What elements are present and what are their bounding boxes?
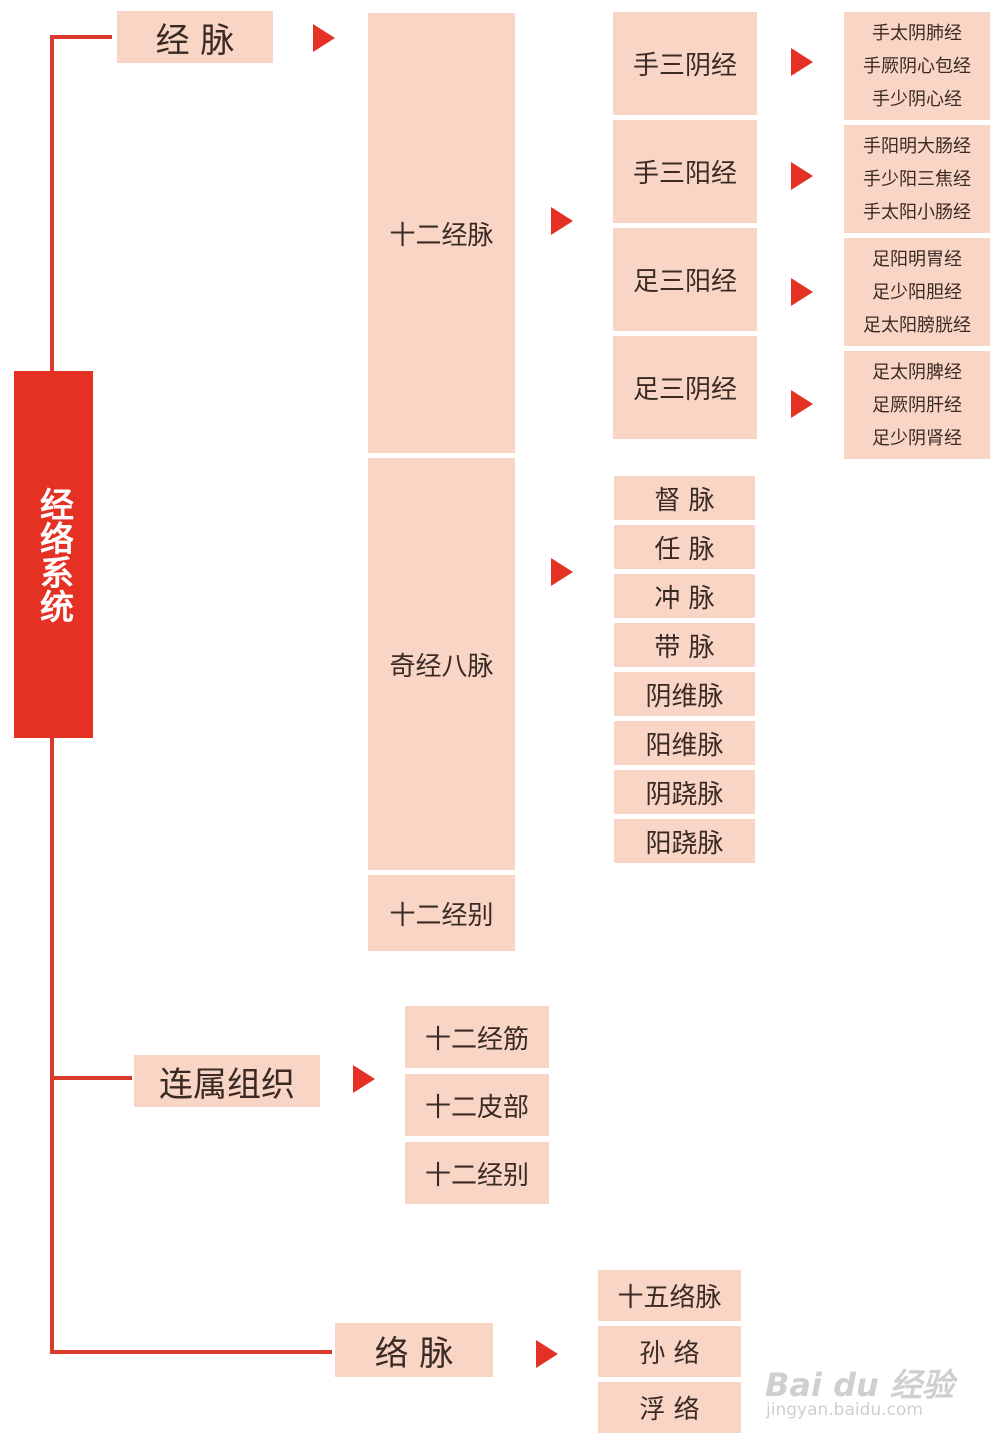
- vessel-label: 带 脉: [654, 632, 715, 663]
- lianshu-item-box: 十二经筋: [405, 1006, 549, 1068]
- luomai-item-label: 浮 络: [639, 1395, 700, 1425]
- watermark-logo: Bai du 经验: [765, 1366, 954, 1404]
- vessel-box: 带 脉: [614, 623, 755, 667]
- root-label: 经络系统: [33, 486, 74, 623]
- branch-line-lianshu: [50, 1076, 132, 1080]
- lianshu-item-label: 十二皮部: [424, 1092, 529, 1123]
- meridian-item: 手太阴肺经: [872, 22, 962, 44]
- meridian-item: 足阳明胃经: [872, 248, 962, 270]
- meridian-box: 手阳明大肠经 手少阳三焦经 手太阳小肠经: [844, 125, 990, 233]
- node-twelve-divergent: 十二经别: [368, 875, 515, 951]
- meridian-item: 足太阴脾经: [872, 361, 962, 383]
- meridian-box: 足太阴脾经 足厥阴肝经 足少阴肾经: [844, 351, 990, 459]
- meridian-box: 足阳明胃经 足少阳胆经 足太阳膀胱经: [844, 238, 990, 346]
- vessel-box: 阳维脉: [614, 721, 755, 765]
- vessel-box: 冲 脉: [614, 574, 755, 618]
- group-box: 足三阳经: [613, 228, 757, 331]
- meridian-item: 足太阳膀胱经: [863, 314, 971, 336]
- vessel-label: 阴维脉: [645, 681, 724, 712]
- root-node: 经络系统: [14, 371, 93, 738]
- watermark-url: jingyan.baidu.com: [766, 1400, 923, 1420]
- node-lianshu-label: 连属组织: [159, 1064, 295, 1105]
- vessel-box: 阴维脉: [614, 672, 755, 716]
- lianshu-item-box: 十二皮部: [405, 1074, 549, 1136]
- vessel-label: 任 脉: [654, 534, 715, 565]
- meridian-item: 手少阴心经: [872, 88, 962, 110]
- lianshu-item-label: 十二经筋: [424, 1024, 529, 1055]
- vessel-label: 冲 脉: [654, 583, 715, 614]
- arrow-icon: [791, 162, 813, 190]
- vessel-box: 阴跷脉: [614, 770, 755, 814]
- node-jingmai: 经 脉: [117, 11, 273, 63]
- meridian-box: 手太阴肺经 手厥阴心包经 手少阴心经: [844, 12, 990, 120]
- arrow-icon: [353, 1065, 375, 1093]
- vessel-label: 阳跷脉: [645, 828, 724, 859]
- arrow-icon: [791, 390, 813, 418]
- lianshu-item-label: 十二经别: [424, 1160, 529, 1191]
- meridian-item: 手少阳三焦经: [863, 168, 971, 190]
- meridian-item: 手太阳小肠经: [863, 201, 971, 223]
- node-twelve-main-label: 十二经脉: [389, 220, 494, 251]
- arrow-icon: [791, 278, 813, 306]
- vessel-box: 任 脉: [614, 525, 755, 569]
- node-twelve-divergent-label: 十二经别: [389, 900, 494, 931]
- node-jingmai-label: 经 脉: [155, 20, 235, 61]
- lianshu-item-box: 十二经别: [405, 1142, 549, 1204]
- group-label: 足三阳经: [632, 267, 737, 297]
- meridian-item: 手阳明大肠经: [863, 135, 971, 157]
- group-label: 手三阴经: [632, 51, 737, 81]
- node-luomai: 络 脉: [335, 1323, 493, 1377]
- node-extraordinary-label: 奇经八脉: [389, 651, 494, 682]
- luomai-item-label: 孙 络: [639, 1339, 700, 1369]
- luomai-item-box: 孙 络: [598, 1326, 741, 1377]
- arrow-icon: [551, 558, 573, 586]
- branch-line-luomai: [50, 1350, 332, 1354]
- meridian-item: 手厥阴心包经: [863, 55, 971, 77]
- node-luomai-label: 络 脉: [374, 1333, 454, 1374]
- vessel-label: 阴跷脉: [645, 779, 724, 810]
- group-label: 足三阴经: [632, 375, 737, 405]
- node-twelve-main: 十二经脉: [368, 13, 515, 453]
- arrow-icon: [313, 24, 335, 52]
- node-lianshu: 连属组织: [134, 1055, 320, 1107]
- arrow-icon: [536, 1340, 558, 1368]
- group-box: 手三阴经: [613, 12, 757, 115]
- arrow-icon: [551, 207, 573, 235]
- vessel-label: 督 脉: [654, 485, 715, 516]
- node-extraordinary: 奇经八脉: [368, 458, 515, 870]
- arrow-icon: [791, 48, 813, 76]
- group-box: 足三阴经: [613, 336, 757, 439]
- meridian-item: 足厥阴肝经: [872, 394, 962, 416]
- branch-line-jingmai: [50, 35, 112, 39]
- luomai-item-box: 十五络脉: [598, 1270, 741, 1321]
- vessel-box: 督 脉: [614, 476, 755, 520]
- group-box: 手三阳经: [613, 120, 757, 223]
- luomai-item-box: 浮 络: [598, 1382, 741, 1433]
- group-label: 手三阳经: [632, 159, 737, 189]
- luomai-item-label: 十五络脉: [617, 1283, 722, 1313]
- meridian-item: 足少阴肾经: [872, 427, 962, 449]
- vessel-box: 阳跷脉: [614, 819, 755, 863]
- vessel-label: 阳维脉: [645, 730, 724, 761]
- meridian-item: 足少阳胆经: [872, 281, 962, 303]
